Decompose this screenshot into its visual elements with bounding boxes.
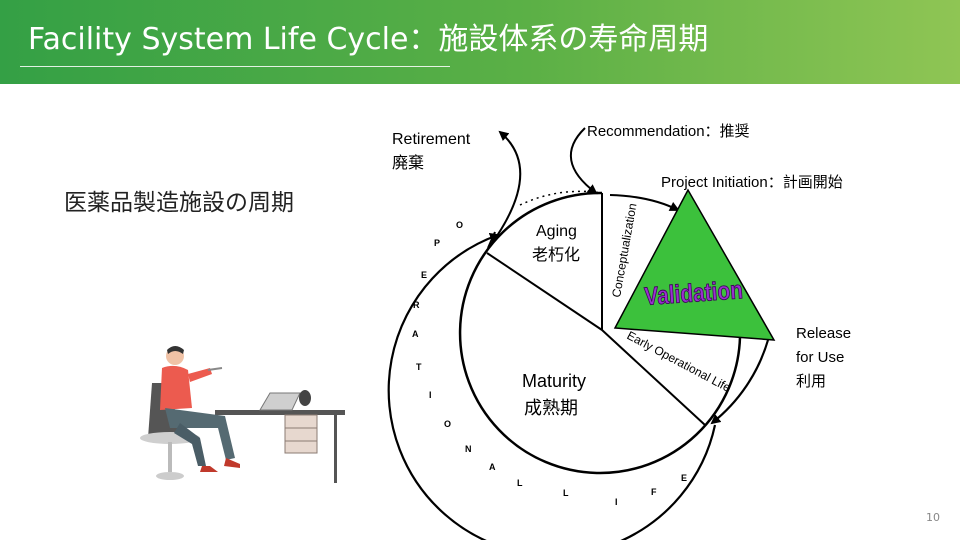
lifecycle-arc-main bbox=[458, 191, 742, 475]
retirement-arrow-head bbox=[487, 231, 496, 249]
release-jp-label: 利用 bbox=[796, 373, 826, 390]
page-number: 10 bbox=[926, 511, 940, 524]
page-title: Facility System Life Cycle：施設体系の寿命周期 bbox=[28, 22, 709, 57]
operational-life-letter: R bbox=[413, 300, 420, 310]
initiation-arrow bbox=[609, 194, 680, 211]
operational-life-letter: E bbox=[421, 270, 427, 280]
header-bar: Facility System Life Cycle：施設体系の寿命周期 bbox=[0, 0, 960, 84]
validation-label: Validation bbox=[643, 275, 743, 310]
validation-triangle bbox=[613, 188, 776, 341]
project-initiation-label: Project Initiation：計画開始 bbox=[661, 174, 843, 191]
desk-leg bbox=[334, 415, 337, 483]
operational-life-letter: I bbox=[429, 390, 432, 400]
person-at-desk-illustration bbox=[140, 346, 345, 483]
aging-jp-label: 老朽化 bbox=[532, 246, 580, 264]
retirement-jp-label: 廃棄 bbox=[392, 154, 424, 172]
operational-life-letter: I bbox=[615, 497, 618, 507]
laptop bbox=[259, 392, 301, 411]
release-arrow bbox=[710, 339, 770, 425]
recommendation-label: Recommendation：推奨 bbox=[587, 123, 750, 140]
divider-early-maturity bbox=[601, 329, 706, 426]
title-underline bbox=[20, 66, 450, 67]
retirement-label: Retirement bbox=[392, 131, 471, 148]
operational-life-letter: O bbox=[456, 220, 463, 230]
operational-life-letter: N bbox=[465, 444, 472, 454]
operational-life-letter: F bbox=[651, 487, 657, 497]
operational-life-letter: P bbox=[434, 238, 440, 248]
release-label-2: for Use bbox=[796, 349, 844, 366]
operational-life-letter: A bbox=[412, 329, 419, 339]
slide-subtitle: 医薬品製造施設の周期 bbox=[64, 190, 294, 216]
release-label-1: Release bbox=[796, 325, 851, 342]
operational-life-letter: L bbox=[517, 478, 523, 488]
operational-life-letter: T bbox=[416, 362, 422, 372]
person-torso bbox=[160, 365, 192, 410]
conceptualization-label: Conceptualization bbox=[609, 202, 639, 298]
operational-life-letter: L bbox=[563, 488, 569, 498]
operational-life-letter: E bbox=[681, 473, 687, 483]
operational-life-letter: A bbox=[489, 462, 496, 472]
desk-top bbox=[215, 410, 345, 415]
lifecycle-arc-dotted bbox=[519, 190, 603, 206]
operational-life-letter: O bbox=[444, 419, 451, 429]
aging-label: Aging bbox=[536, 223, 577, 240]
recommendation-arrow bbox=[569, 127, 598, 195]
operational-life-letters: O P E R A T I O N A L L I F E bbox=[412, 220, 687, 507]
early-operational-label: Early Operational Life bbox=[625, 328, 734, 395]
maturity-label: Maturity bbox=[522, 371, 586, 391]
operational-life-arrow bbox=[387, 233, 717, 540]
person-legs bbox=[165, 408, 235, 460]
retirement-arrow bbox=[489, 130, 522, 247]
divider-aging-maturity bbox=[486, 252, 603, 331]
maturity-jp-label: 成熟期 bbox=[524, 398, 578, 418]
desk-drawers bbox=[284, 414, 318, 454]
